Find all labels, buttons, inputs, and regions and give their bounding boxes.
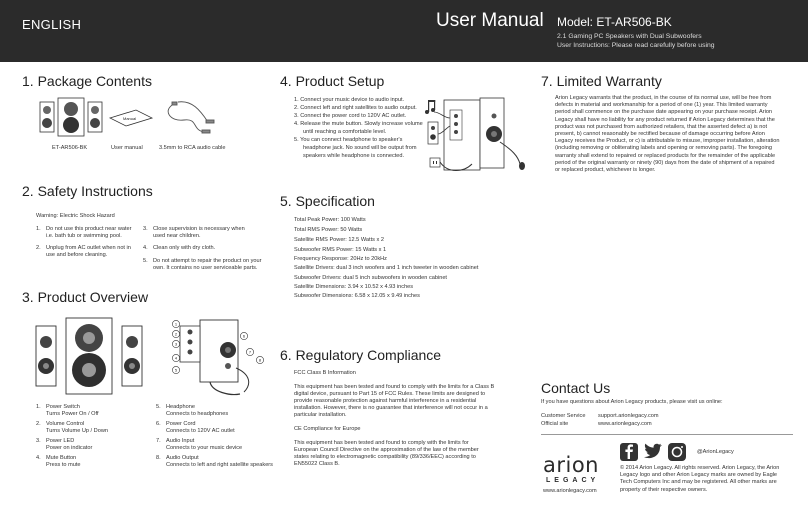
callout-label: 4 [175, 356, 178, 361]
spec-line: Satellite Drivers: dual 3 inch woofers a… [294, 265, 479, 271]
package-illustration: Manual [39, 97, 215, 137]
callout-label: 5 [175, 368, 178, 373]
overview-item: 7. Audio Input Connects to your music de… [156, 438, 243, 451]
setup-step-line: 1. Connect your music device to audio in… [294, 97, 405, 103]
overview-item: 8. Audio Output Connects to left and rig… [156, 455, 273, 468]
customer-service-label: Customer Service [541, 413, 586, 419]
fcc-text-line: This equipment has been tested and found… [294, 384, 495, 390]
spec-line: Total Peak Power: 100 Watts [294, 217, 366, 223]
ce-text-line: European Council Directive on the approx… [294, 447, 479, 453]
logo-word: arion [543, 453, 599, 477]
instagram-icon [668, 443, 686, 461]
manual-image-label: Manual [123, 116, 136, 121]
satellite-speaker-icon [427, 121, 439, 145]
safety-item: 2. Unplug from AC outlet when not in use… [36, 245, 131, 258]
ce-heading: CE Compliance for Europe [294, 426, 361, 432]
overview-title: 3. Product Overview [22, 289, 149, 305]
overview-item: 2. Volume Control Turns Volume Up / Down [36, 421, 108, 434]
warranty-text: Arion Legacy warrants that the product, … [555, 95, 780, 174]
callout-label: 3 [175, 342, 178, 347]
official-site-label: Official site [541, 421, 569, 427]
product-subtitle: 2.1 Gaming PC Speakers with Dual Subwoof… [557, 33, 702, 40]
overview-callouts [172, 320, 264, 374]
fcc-text-line: provide reasonable protection against ha… [294, 398, 477, 404]
caption-speakers: ET-AR506-BK [52, 145, 88, 151]
regulatory-title: 6. Regulatory Compliance [280, 347, 442, 363]
fcc-text-line: installation. However, there is no guara… [294, 405, 488, 411]
copyright-text: © 2014 Arion Legacy. All rights reserved… [620, 465, 780, 493]
overview-item: 5. Headphone Connects to headphones [156, 404, 229, 417]
logo-sub: LEGACY [546, 477, 600, 484]
overview-item: 4. Mute Button Press to mute [36, 455, 81, 468]
social-icons [620, 443, 686, 461]
spec-line: Satellite RMS Power: 12.5 Watts x 2 [294, 237, 384, 243]
header-bar: ENGLISH User Manual Model: ET-AR506-BK 2… [0, 0, 808, 62]
setup-step-line: until reaching a comfortable level. [303, 129, 387, 135]
contact-intro: If you have questions about Arion Legacy… [541, 399, 723, 405]
rear-panel-image [179, 319, 250, 396]
power-plug-icon [429, 157, 441, 168]
safety-item: 4. Clean only with dry cloth. [143, 245, 216, 251]
manual-image: Manual [108, 109, 154, 127]
customer-service-link[interactable]: support.arionlegacy.com [598, 413, 659, 419]
spec-line: Subwoofer Drivers: dual 5 inch subwoofer… [294, 275, 447, 281]
spec-line: Total RMS Power: 50 Watts [294, 227, 363, 233]
speaker-set-image [39, 97, 103, 137]
ce-text-line: EN55022 Class B. [294, 461, 340, 467]
contact-divider [541, 434, 793, 435]
caption-manual: User manual [111, 145, 143, 151]
ce-text-line: This equipment has been tested and found… [294, 440, 469, 446]
spec-line: Subwoofer Dimensions: 6.58 x 12.05 x 9.4… [294, 293, 420, 299]
safety-item: 1. Do not use this product near water i.… [36, 226, 132, 239]
setup-step-line: 5. You can connect headphone to speaker'… [294, 137, 403, 143]
rear-panel-image [433, 97, 525, 171]
twitter-icon [644, 443, 662, 459]
fcc-text-line: particular installation. [294, 412, 347, 418]
callout-label: 7 [249, 350, 252, 355]
music-note-icon [425, 100, 436, 114]
model-number: Model: ET-AR506-BK [557, 15, 672, 29]
callout-label: 6 [243, 334, 246, 339]
specification-title: 5. Specification [280, 193, 375, 209]
arion-legacy-logo: arion LEGACY [543, 453, 609, 487]
rca-cable-image [167, 101, 215, 134]
ce-text-line: states relating to electromagnetic compa… [294, 454, 476, 460]
facebook-icon [620, 443, 638, 461]
overview-item: 6. Power Cord Connects to 120V AC outlet [156, 421, 235, 434]
safety-warning: Warning: Electric Shock Hazard [36, 213, 115, 219]
social-handle: @ArionLegacy [697, 449, 734, 455]
safety-title: 2. Safety Instructions [22, 183, 153, 199]
spec-line: Subwoofer RMS Power: 15 Watts x 1 [294, 247, 387, 253]
official-site-link[interactable]: www.arionlegacy.com [598, 421, 652, 427]
setup-step-line: 2. Connect left and right satellites to … [294, 105, 417, 111]
manual-title: User Manual [436, 10, 544, 31]
product-overview-illustration: 1 2 3 4 5 6 7 8 [35, 317, 264, 396]
setup-step-line: headphone jack. No sound will be output … [303, 145, 417, 151]
spec-line: Frequency Response: 20Hz to 20kHz [294, 256, 387, 262]
contact-title: Contact Us [541, 380, 611, 396]
safety-item: 5. Do not attempt to repair the product … [143, 258, 262, 271]
setup-step-line: 4. Release the mute button. Slowly incre… [294, 121, 423, 127]
package-contents-title: 1. Package Contents [22, 73, 152, 89]
setup-step-line: speakers while headphone is connected. [303, 153, 405, 159]
callout-label: 2 [175, 332, 178, 337]
product-setup-title: 4. Product Setup [280, 73, 385, 89]
callout-label: 8 [259, 358, 262, 363]
callout-label: 1 [175, 322, 178, 327]
front-speakers-image [35, 317, 143, 395]
safety-item: 3. Close supervision is necessary when u… [143, 226, 245, 239]
fcc-text-line: digital device, pursuant to Part 15 of F… [294, 391, 486, 397]
overview-item: 3. Power LED Power on indicator [36, 438, 93, 451]
caption-cable: 3.5mm to RCA audio cable [159, 145, 226, 151]
overview-item: 1. Power Switch Turns Power On / Off [36, 404, 99, 417]
setup-step-line: 3. Connect the power cord to 120V AC out… [294, 113, 407, 119]
warranty-title: 7. Limited Warranty [541, 73, 662, 89]
website-footer[interactable]: www.arionlegacy.com [543, 488, 597, 494]
spec-line: Satellite Dimensions: 3.94 x 10.52 x 4.9… [294, 284, 414, 290]
language-label: ENGLISH [22, 17, 82, 32]
setup-illustration [425, 97, 525, 171]
instructions-note: User Instructions: Please read carefully… [557, 42, 715, 49]
fcc-heading: FCC Class B Information [294, 370, 356, 376]
